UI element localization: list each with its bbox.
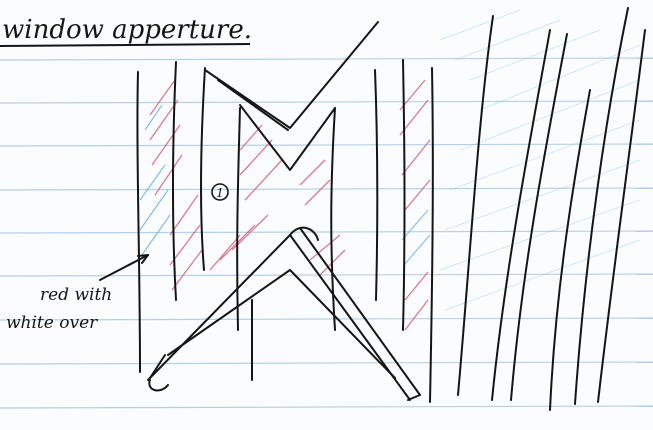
red-hatch-centre: [210, 125, 345, 275]
ink-outline: [100, 8, 645, 410]
circled-marker-label: 1: [216, 186, 224, 200]
circled-marker: 1: [212, 184, 228, 200]
note-line-1: red with: [40, 285, 112, 305]
sketch-title: window apperture.: [2, 15, 252, 45]
blue-hatch-right: [402, 210, 430, 265]
blue-shading-right: [440, 10, 640, 310]
ruled-lines: [0, 58, 653, 408]
note-line-2: white over: [6, 313, 98, 333]
